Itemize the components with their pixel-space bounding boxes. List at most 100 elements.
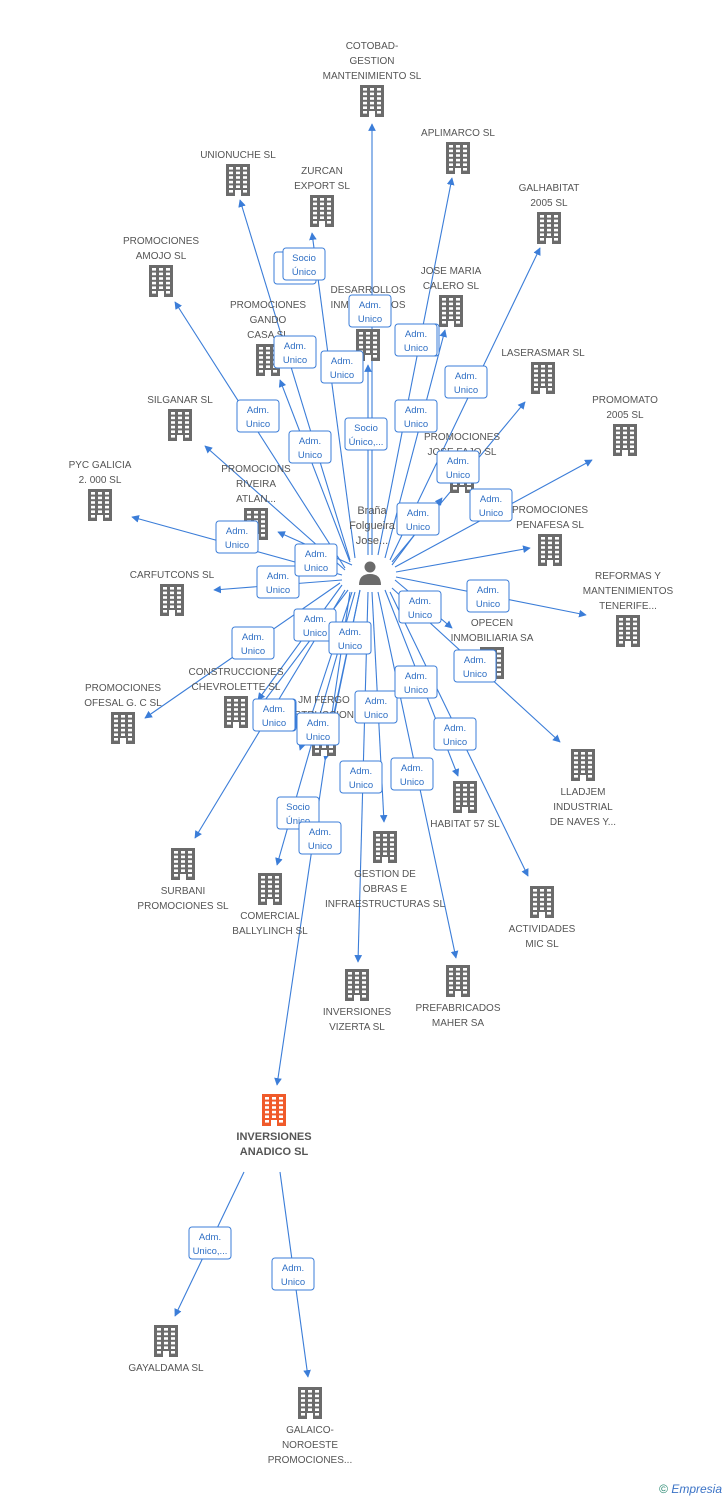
edge-label-amojo[interactable]: Adm.Unico: [236, 399, 280, 433]
edge-label-text: Adm.: [299, 436, 321, 447]
company-node-aplimarco[interactable]: APLIMARCO SL: [421, 128, 495, 174]
edge-label-maher[interactable]: Adm.Unico: [390, 757, 434, 791]
edge-person-chevrolette: [257, 584, 343, 701]
edge-label-silganar[interactable]: Adm.Unico: [288, 430, 332, 464]
edge-label-galhabitat[interactable]: Adm.Unico: [444, 365, 488, 399]
edge-label-gando2[interactable]: Adm.Unico: [296, 712, 340, 746]
edge-label-gando[interactable]: Adm.Unico: [273, 335, 317, 369]
edge-label-fajo[interactable]: Adm.Unico: [396, 502, 440, 536]
edge-label-box: [188, 1226, 232, 1260]
edge-label-text: Adm.: [409, 596, 431, 607]
edge-label-jmfergo2[interactable]: Adm.Unico: [294, 543, 338, 577]
building-icon: [373, 831, 397, 863]
edge-label-text: Unico: [404, 685, 428, 696]
edge-label-box: [466, 579, 510, 613]
company-label: GESTION DE: [354, 869, 416, 880]
company-label: SILGANAR SL: [147, 395, 213, 406]
edge-label-chevrolette[interactable]: Adm.Unico: [231, 626, 275, 660]
company-node-habitat57[interactable]: HABITAT 57 SL: [430, 781, 500, 830]
building-icon: [345, 969, 369, 1001]
building-icon: [168, 409, 192, 441]
company-node-gayaldama[interactable]: GAYALDAMA SL: [128, 1325, 204, 1374]
company-node-reformas[interactable]: REFORMAS YMANTENIMIENTOSTENERIFE...: [583, 571, 674, 647]
company-label: LLADJEM: [560, 787, 605, 798]
edge-label-actividades[interactable]: Adm.Unico: [394, 665, 438, 699]
person-node[interactable]: BrañaFolgueiraJose...: [349, 505, 396, 590]
edge-label-text: Adm.: [480, 494, 502, 505]
edge-label-vizerta[interactable]: Adm.Unico: [339, 760, 383, 794]
building-icon: [446, 965, 470, 997]
brand-name: Empresia: [671, 1482, 722, 1496]
edge-label-gestionobras[interactable]: Adm.Unico: [354, 690, 398, 724]
edge-label-jmfergo[interactable]: Adm.Unico: [328, 621, 372, 655]
company-node-silganar[interactable]: SILGANAR SL: [147, 395, 213, 441]
edge-label-habitat57[interactable]: Adm.Unico: [433, 717, 477, 751]
edge-label-reformas[interactable]: Adm.Unico: [466, 579, 510, 613]
edge-label-josemaria[interactable]: Adm.Unico: [394, 323, 438, 357]
company-label: MAHER SA: [432, 1018, 485, 1029]
company-label: GANDO: [250, 315, 287, 326]
edge-label-text: Unico: [225, 540, 249, 551]
edge-label-box: [294, 543, 338, 577]
edge-label-box: [433, 717, 477, 751]
edge-label-pycgalicia[interactable]: Adm.Unico: [215, 520, 259, 554]
person-name: Jose...: [356, 535, 388, 547]
edge-label-chevrolette2[interactable]: Adm.Unico: [252, 698, 296, 732]
building-icon: [160, 584, 184, 616]
edge-label-opecen[interactable]: Adm.Unico: [398, 590, 442, 624]
company-node-galaico[interactable]: GALAICO-NOROESTEPROMOCIONES...: [268, 1387, 352, 1466]
edge-label-gayaldama[interactable]: Adm.Unico,...: [188, 1226, 232, 1260]
edge-label-text: Unico,...: [193, 1246, 228, 1257]
building-icon: [111, 712, 135, 744]
edge-label-cotobad[interactable]: Adm.Unico: [348, 294, 392, 328]
edge-label-galaico[interactable]: Adm.Unico: [271, 1257, 315, 1291]
company-node-carfutcons[interactable]: CARFUTCONS SL: [130, 570, 215, 616]
company-label: PROMOCIONES: [85, 683, 161, 694]
company-label: ZURCAN: [301, 166, 343, 177]
company-label: JOSE MARIA: [421, 266, 482, 277]
edge-label-box: [453, 649, 497, 683]
company-node-unionuche[interactable]: UNIONUCHE SL: [200, 150, 276, 196]
company-label: NOROESTE: [282, 1440, 338, 1451]
edge-label-box: [282, 247, 326, 281]
edge-label-penafesa[interactable]: Adm.Unico: [469, 488, 513, 522]
edge-label-riveira[interactable]: SocioÚnico,...: [344, 417, 388, 451]
company-label: GAYALDAMA SL: [128, 1363, 204, 1374]
building-icon: [224, 696, 248, 728]
edge-label-text: Adm.: [447, 456, 469, 467]
company-label: PROMOCIONES: [424, 432, 500, 443]
company-label: MANTENIMIENTOS: [583, 586, 674, 597]
footer-brand[interactable]: © Empresia: [659, 1482, 722, 1496]
edge-label-promomato[interactable]: Adm.Unico: [436, 450, 480, 484]
edge-label-box: [252, 698, 296, 732]
edge-label-carfutcons[interactable]: Adm.Unico: [256, 565, 300, 599]
company-node-laserasmar[interactable]: LASERASMAR SL: [501, 348, 585, 394]
edge-label-anadico[interactable]: Adm.Unico: [298, 821, 342, 855]
edge-label-laserasmar[interactable]: Adm.Unico: [394, 399, 438, 433]
edge-label-lladjem[interactable]: Adm.Unico: [453, 649, 497, 683]
building-icon: [531, 362, 555, 394]
edge-label-desarrollos[interactable]: Adm.Unico: [320, 350, 364, 384]
person-icon: [359, 561, 381, 585]
copyright-icon: ©: [659, 1482, 668, 1496]
